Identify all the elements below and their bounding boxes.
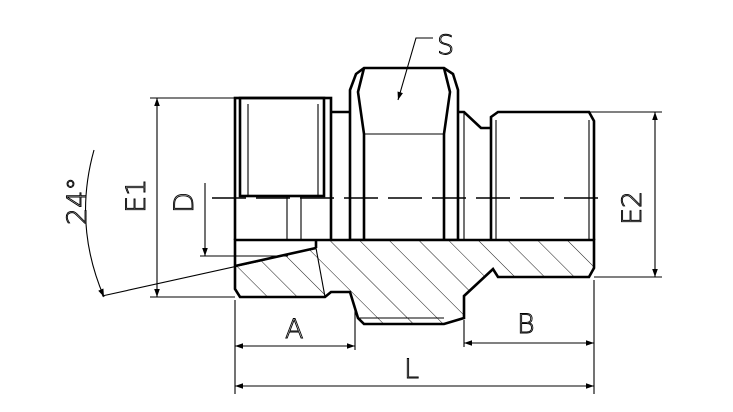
upper-half [233, 66, 596, 240]
dimension-e2: E2 [589, 111, 662, 278]
bore-diameter-label: D [169, 192, 200, 213]
dimension-e1: E1 [121, 97, 240, 298]
thread-diameter-1-label: E1 [121, 179, 152, 213]
right-thread [489, 110, 596, 240]
dimension-d: D [169, 183, 288, 257]
dimension-b: B [463, 280, 595, 394]
section-outline [233, 238, 596, 326]
dimension-angle: 24° [62, 149, 266, 298]
dimension-a: A [234, 300, 356, 394]
left-thread-stub [238, 96, 326, 198]
hatched-section [235, 240, 594, 324]
hex-nut [348, 66, 460, 240]
dimension-l: L [235, 354, 594, 389]
hex-size-label: S [437, 30, 454, 61]
length-a-label: A [285, 314, 303, 345]
thread-diameter-2-label: E2 [617, 191, 648, 225]
dimension-s: S [397, 30, 455, 101]
overall-length-label: L [404, 354, 419, 385]
length-b-label: B [517, 309, 535, 340]
angle-label: 24° [62, 177, 93, 225]
